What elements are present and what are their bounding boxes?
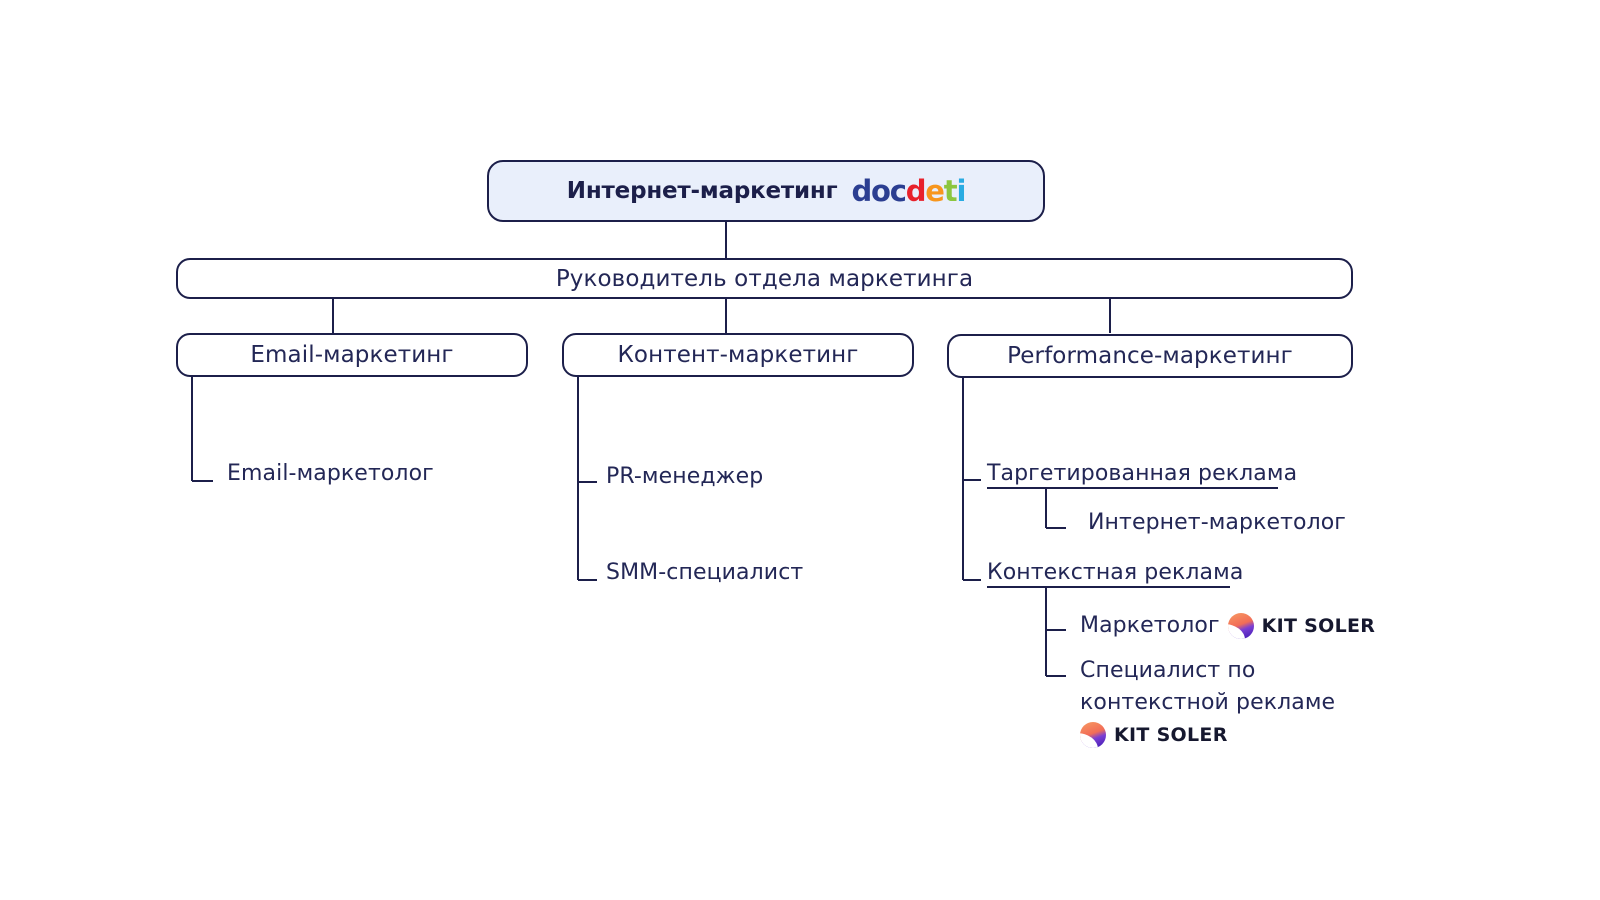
leaf-contextual-advertising-label: Контекстная реклама	[987, 560, 1244, 585]
leaf-smm-specialist[interactable]: SMM-специалист	[606, 557, 803, 589]
node-branch-content-marketing[interactable]: Контент-маркетинг	[562, 333, 914, 377]
kit-soler-logo: KIT SOLER	[1227, 610, 1376, 642]
node-head-of-marketing-label: Руководитель отдела маркетинга	[555, 265, 974, 292]
kit-soler-wordmark-2: KIT SOLER	[1114, 724, 1228, 746]
leaf-contextual-ads-specialist-label: Специалист по контекстной рекламе	[1080, 658, 1336, 715]
leaf-pr-manager-label: PR-менеджер	[606, 464, 764, 489]
leaf-targeted-advertising[interactable]: Таргетированная реклама	[987, 458, 1297, 490]
node-branch-email-marketing-label: Email-маркетинг	[250, 342, 454, 368]
leaf-marketologist-label: Маркетолог	[1080, 613, 1220, 638]
docdeti-part-e: e	[925, 173, 945, 208]
docdeti-part-doc: doc	[851, 173, 906, 208]
root-title: Интернет-маркетинг	[566, 178, 838, 204]
leaf-marketologist-row: Маркетолог KIT SOLER	[1080, 610, 1375, 642]
node-branch-performance-marketing-label: Performance-маркетинг	[1007, 343, 1293, 369]
leaf-internet-marketologist-label: Интернет-маркетолог	[1088, 510, 1346, 535]
kit-soler-mark-icon-2	[1080, 722, 1106, 748]
docdeti-part-t: t	[943, 173, 958, 208]
docdeti-part-d: d	[905, 173, 927, 208]
leaf-email-marketologist[interactable]: Email-маркетолог	[227, 458, 434, 490]
leaf-pr-manager[interactable]: PR-менеджер	[606, 461, 763, 493]
leaf-contextual-advertising[interactable]: Контекстная реклама	[987, 557, 1243, 589]
leaf-email-marketologist-label: Email-маркетолог	[227, 461, 434, 486]
kit-soler-logo-2: KIT SOLER	[1080, 719, 1228, 751]
node-branch-content-marketing-label: Контент-маркетинг	[617, 342, 859, 368]
docdeti-part-i: i	[956, 173, 966, 208]
node-branch-performance-marketing[interactable]: Performance-маркетинг	[947, 334, 1353, 378]
leaf-marketologist[interactable]: Маркетолог KIT SOLER	[1080, 610, 1375, 642]
node-head-of-marketing[interactable]: Руководитель отдела маркетинга	[176, 258, 1353, 299]
leaf-contextual-ads-specialist[interactable]: Специалист по контекстной рекламе KIT SO…	[1080, 655, 1410, 751]
kit-soler-wordmark: KIT SOLER	[1261, 615, 1376, 637]
leaf-targeted-advertising-label: Таргетированная реклама	[987, 461, 1298, 486]
node-branch-email-marketing[interactable]: Email-маркетинг	[176, 333, 528, 377]
kit-soler-mark-icon	[1227, 613, 1254, 639]
leaf-internet-marketologist[interactable]: Интернет-маркетолог	[1088, 507, 1346, 539]
leaf-smm-specialist-label: SMM-специалист	[606, 560, 804, 585]
